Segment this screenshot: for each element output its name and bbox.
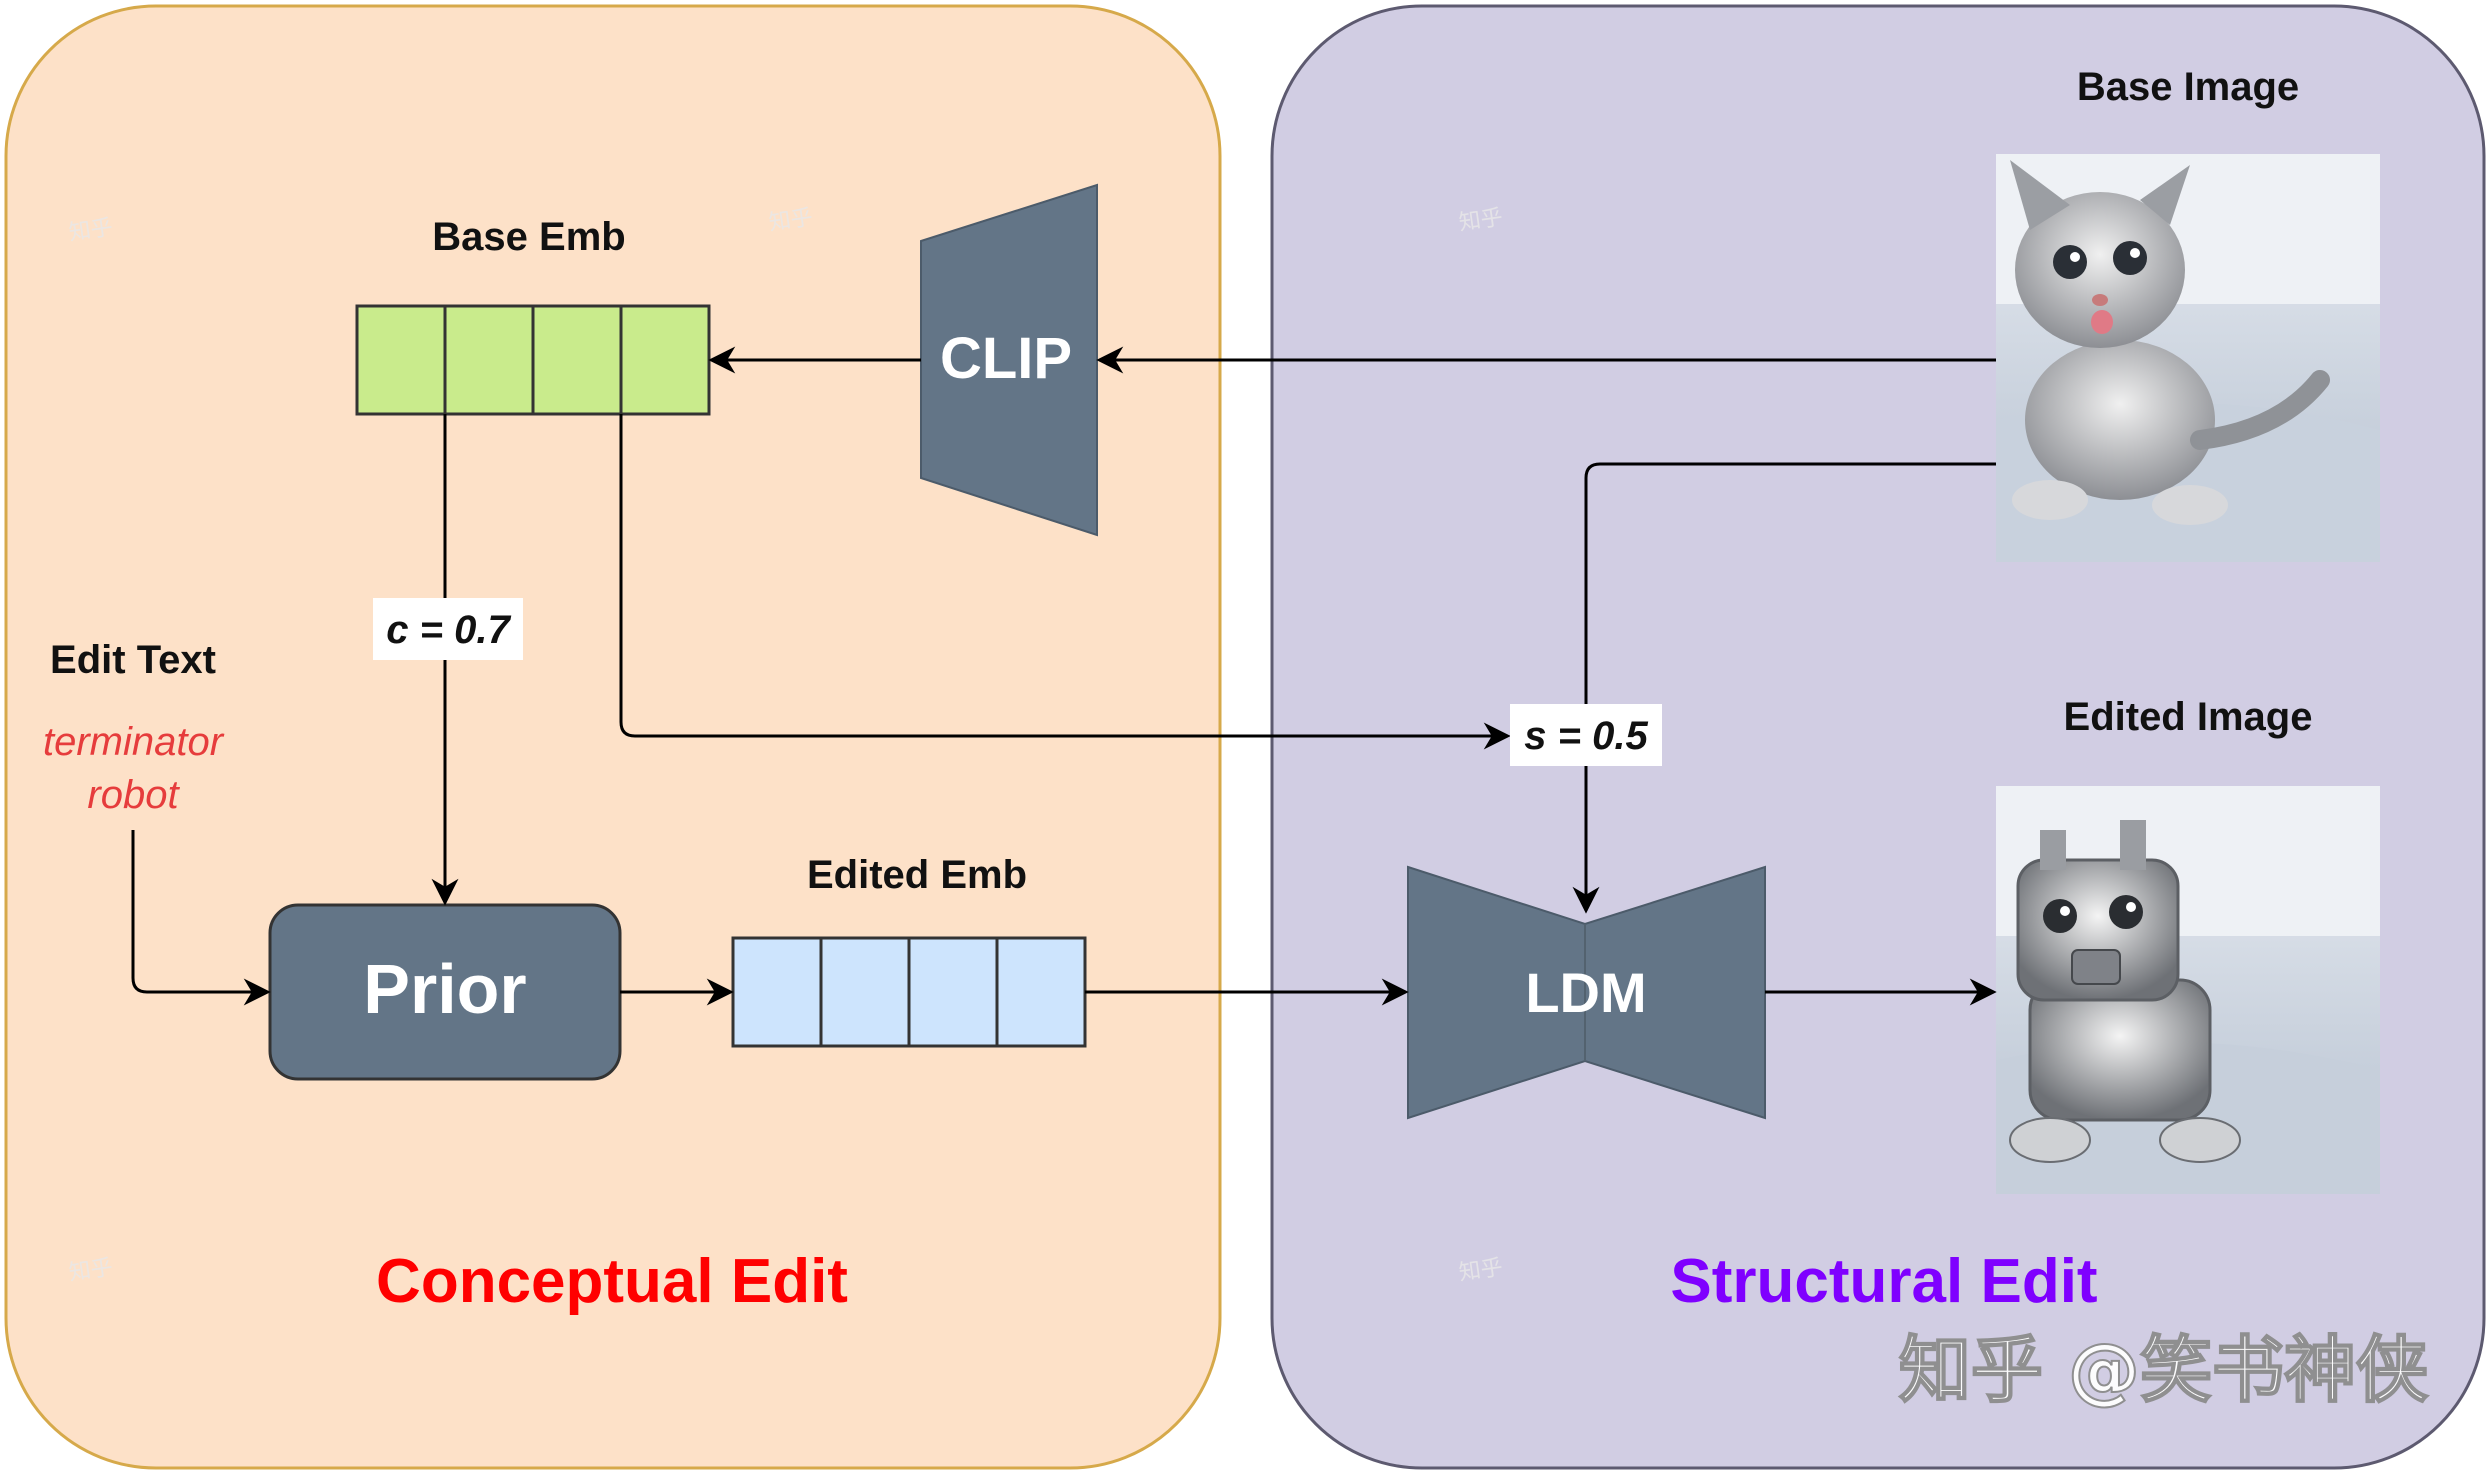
svg-text:知乎: 知乎 bbox=[1457, 1255, 1504, 1286]
clip-label: CLIP bbox=[940, 326, 1072, 391]
conceptual-edit-title: Conceptual Edit bbox=[376, 1247, 848, 1316]
robot-kitten-icon bbox=[2009, 820, 2241, 1163]
edited-emb-cell bbox=[907, 936, 999, 1048]
base-emb-cell bbox=[531, 304, 623, 416]
s-value-badge: s = 0.5 bbox=[1510, 704, 1662, 766]
c-value-text: c = 0.7 bbox=[386, 608, 511, 652]
svg-text:知乎: 知乎 bbox=[1457, 205, 1504, 236]
svg-text:知乎: 知乎 bbox=[67, 215, 114, 246]
edit-text-prompt-line2: robot bbox=[87, 773, 180, 817]
edited-emb-cell bbox=[819, 936, 911, 1048]
edit-text-prompt-line1: terminator bbox=[43, 720, 225, 764]
base-emb-cell bbox=[443, 304, 535, 416]
arrow-base-emb-to-s bbox=[619, 414, 1511, 750]
s-value-text: s = 0.5 bbox=[1524, 714, 1648, 758]
edited-image bbox=[1996, 786, 2380, 1194]
prior-label: Prior bbox=[363, 950, 526, 1028]
kitten-icon bbox=[2010, 160, 2330, 525]
base-emb-cell bbox=[355, 304, 447, 416]
ldm-block: LDM bbox=[1407, 865, 1766, 1120]
base-image bbox=[1996, 154, 2380, 562]
faint-watermarks: 知乎 知乎 知乎 知乎 知乎 bbox=[67, 205, 1504, 1286]
clip-encoder: CLIP bbox=[920, 183, 1098, 537]
base-emb-vector bbox=[355, 304, 711, 416]
c-value-badge: c = 0.7 bbox=[373, 598, 523, 660]
prior-block: Prior bbox=[268, 903, 622, 1081]
ldm-label: LDM bbox=[1525, 961, 1646, 1024]
base-emb-cell bbox=[619, 304, 711, 416]
svg-text:知乎: 知乎 bbox=[767, 205, 814, 236]
edited-emb-label: Edited Emb bbox=[807, 853, 1027, 897]
edited-emb-cell bbox=[731, 936, 823, 1048]
edited-emb-vector bbox=[731, 936, 1087, 1048]
base-image-label: Base Image bbox=[2077, 65, 2299, 109]
arrow-text-to-prior bbox=[131, 830, 271, 1006]
arrow-image-to-ldm bbox=[1572, 462, 1996, 914]
edited-image-label: Edited Image bbox=[2064, 695, 2313, 739]
svg-text:知乎: 知乎 bbox=[67, 1255, 114, 1286]
edit-text-label: Edit Text bbox=[50, 638, 216, 682]
structural-edit-title: Structural Edit bbox=[1670, 1247, 2097, 1316]
zhihu-watermark: 知乎 @笑书神侠 bbox=[1899, 1328, 2429, 1412]
base-emb-label: Base Emb bbox=[432, 215, 625, 259]
edited-emb-cell bbox=[995, 936, 1087, 1048]
clip-shape bbox=[920, 183, 1098, 537]
